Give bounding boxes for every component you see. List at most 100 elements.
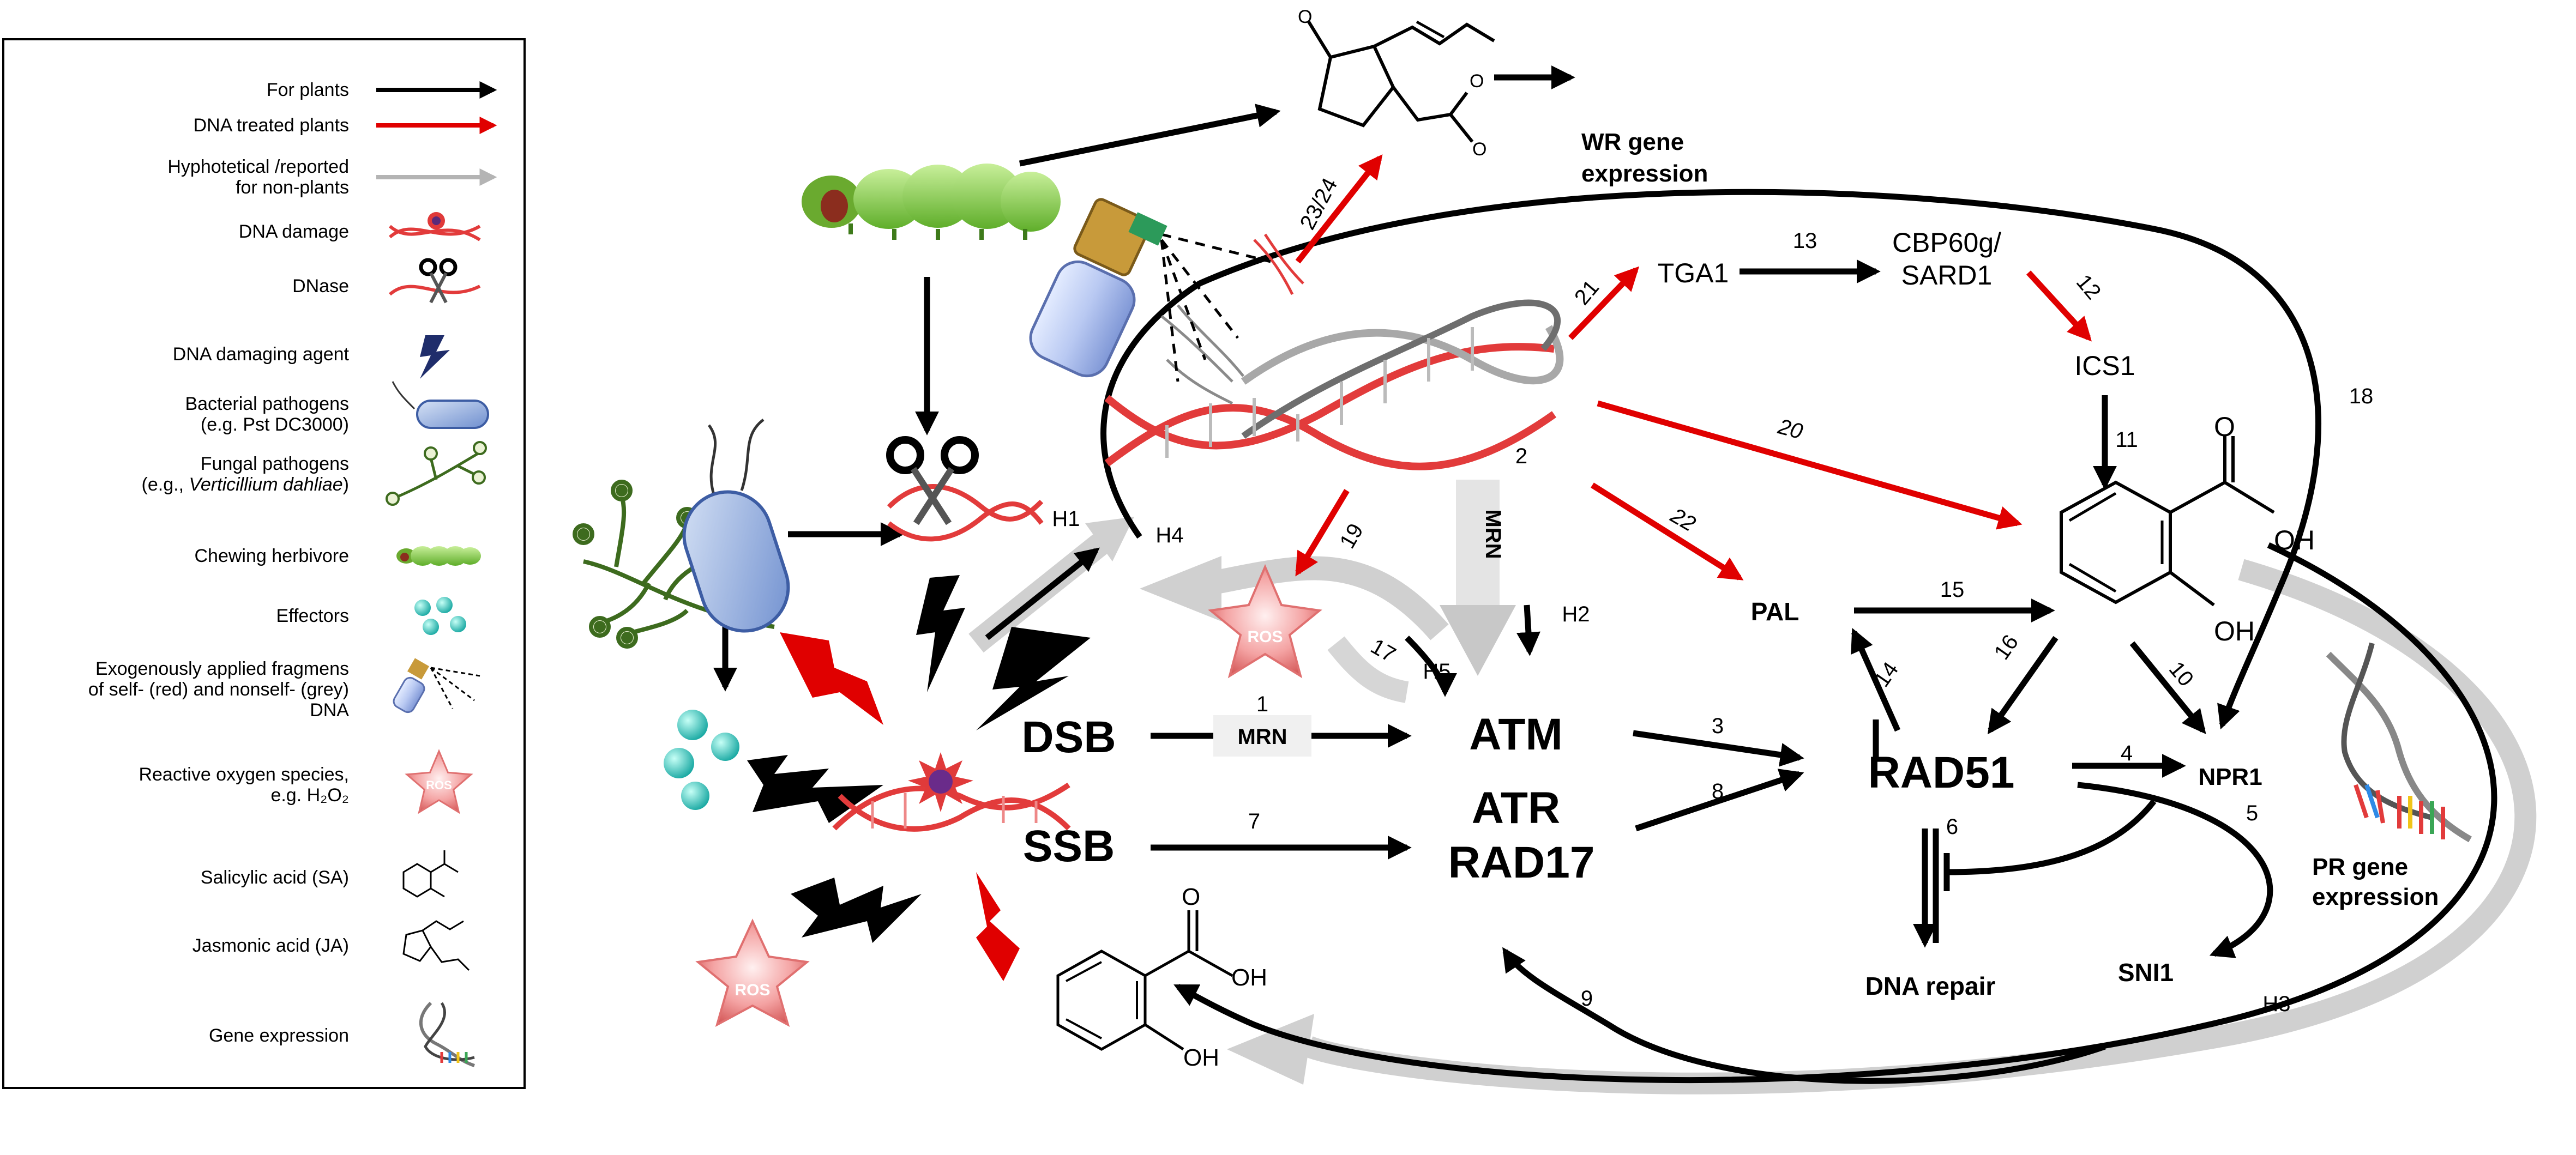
edge-label-23-24: 23/24 [1296, 174, 1343, 233]
legend-label: Chewing herbivore [195, 546, 350, 566]
effectors-icon [414, 597, 466, 635]
node-cbp60g: CBP60g/ [1892, 227, 2001, 258]
node-atr: ATR [1472, 783, 1560, 833]
legend-label: Exogenously applied fragmens [95, 658, 349, 679]
node-dsb: DSB [1021, 712, 1116, 762]
legend-label: Hyphotetical /reported [167, 156, 349, 177]
legend-label: Jasmonic acid (JA) [192, 935, 349, 956]
node-tga1: TGA1 [1658, 258, 1729, 288]
edge-label-1: 1 [1256, 692, 1268, 716]
sa-bottom-oh-label-2: OH [1183, 1044, 1219, 1071]
sa-oh-label-2: OH [2214, 616, 2255, 646]
spray-lines [1160, 233, 1271, 382]
edge-label-3: 3 [1712, 714, 1724, 738]
legend-item: DNA damaging agent [173, 335, 450, 379]
edge-label-7: 7 [1248, 809, 1260, 833]
mrn-box [1213, 715, 1311, 757]
hyp-label-h3: H3 [2262, 992, 2290, 1016]
gene-expression-icon [419, 1001, 475, 1067]
ros-stars: ROS ROS [695, 564, 1322, 1027]
legend-label: (e.g., Verticillium dahliae) [142, 474, 349, 495]
mrn-vertical-label: MRN [1481, 509, 1505, 559]
node-atm: ATM [1469, 710, 1563, 759]
legend-item: For plants [267, 80, 497, 100]
gene-expression-pr [2326, 642, 2472, 843]
sa-bottom-oh-label: OH [1231, 964, 1267, 991]
sa-bottom-o-label: O [1182, 884, 1200, 910]
legend-label: DNA [310, 700, 349, 721]
legend-label: For plants [267, 80, 349, 100]
sa-molecule-bottom [1056, 910, 1233, 1051]
node-rad17: RAD17 [1448, 838, 1595, 887]
node-rad51: RAD51 [1868, 748, 2015, 797]
sa-oh-label: OH [2274, 525, 2315, 555]
dna-damage-icon [389, 212, 481, 241]
legend-label: DNA damaging agent [173, 344, 350, 365]
caterpillar-icon [396, 546, 481, 566]
legend-label: (e.g. Pst DC3000) [201, 414, 349, 435]
node-ssb: SSB [1023, 821, 1115, 871]
sa-o-label: O [2214, 412, 2235, 442]
caterpillar [802, 164, 1061, 240]
ros-label: ROS [1247, 628, 1283, 646]
legend-label: Bacterial pathogens [185, 394, 349, 414]
dnase-center [886, 436, 1044, 542]
ros-legend-label: ROS [426, 778, 452, 792]
edge-label-6: 6 [1946, 815, 1958, 839]
legend-item: Reactive oxygen species,e.g. H₂O₂ ROS [139, 749, 473, 814]
legend-item: Jasmonic acid (JA) [192, 920, 470, 971]
plant-arrows [713, 65, 2497, 1084]
edge-label-18: 18 [2349, 384, 2374, 408]
legend-label: of self- (red) and nonself- (grey) [88, 679, 349, 700]
node-sni1: SNI1 [2118, 958, 2174, 987]
legend-item: Bacterial pathogens(e.g. Pst DC3000) [185, 381, 489, 435]
bacterium [682, 419, 790, 633]
sa-molecule-right [2060, 436, 2275, 607]
pr-gene-line2: expression [2312, 884, 2439, 910]
pr-gene-line1: PR gene [2312, 854, 2408, 880]
hyp-label-h2: H2 [1562, 602, 1590, 626]
ja-o-label-2: O [1470, 71, 1484, 92]
edge-label-8: 8 [1712, 779, 1724, 803]
legend-label: Effectors [276, 606, 349, 626]
hypothetical-arrows [968, 480, 2537, 1094]
legend-label: e.g. H₂O₂ [270, 785, 349, 806]
legend-item: Gene expression [209, 1001, 475, 1067]
ros-star-icon: ROS [405, 749, 473, 814]
ja-molecule-icon [402, 920, 470, 971]
hyp-label-h1: H1 [1052, 507, 1080, 531]
legend-label: Reactive oxygen species, [139, 764, 349, 785]
dna-fragments-spray [1160, 233, 1304, 405]
spray-bottle-icon [393, 658, 480, 713]
node-ics1: ICS1 [2074, 350, 2135, 381]
edge-label-16: 16 [1990, 631, 2024, 664]
ja-o-label: O [1298, 7, 1312, 27]
edge-label-13: 13 [1793, 229, 1817, 253]
node-sard1: SARD1 [1901, 260, 1993, 291]
edge-label-9: 9 [1581, 987, 1593, 1011]
dna-treated-arrows [1295, 154, 2092, 580]
legend-label: DNase [292, 276, 349, 297]
edge-label-19: 19 [1335, 519, 1368, 553]
dnase-icon [389, 258, 481, 304]
ja-o-label-3: O [1472, 139, 1486, 160]
fungus-icon [386, 441, 487, 506]
legend-label: DNA damage [239, 221, 349, 242]
legend-label: Salicylic acid (SA) [201, 867, 349, 888]
legend-item: DNA damage [239, 212, 481, 242]
sa-molecule-icon [402, 850, 459, 898]
edge-label-17: 17 [1367, 634, 1400, 667]
wr-gene-line2: expression [1581, 160, 1708, 187]
ros-label-2: ROS [735, 981, 770, 999]
legend-label: Gene expression [209, 1025, 349, 1046]
legend-item: DNA treated plants [194, 115, 497, 136]
bacterium-icon [392, 381, 489, 429]
legend-label: Fungal pathogens [201, 453, 349, 474]
hyp-label-h4: H4 [1155, 523, 1183, 547]
edge-label-20: 20 [1775, 414, 1805, 444]
dna-damage-center [832, 752, 1071, 832]
